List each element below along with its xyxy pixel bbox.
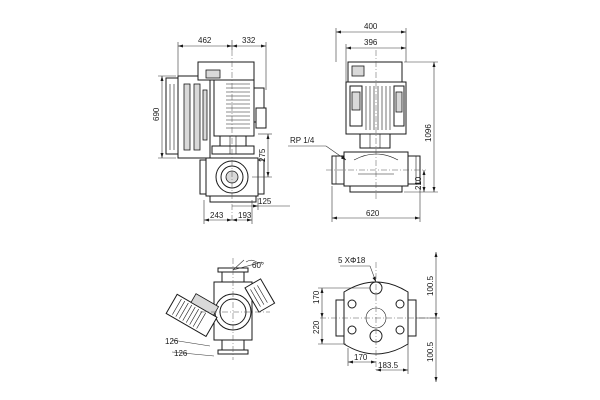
- dim-top-angle: 60°: [252, 261, 264, 270]
- front-view: [165, 50, 267, 220]
- dim-front-height-total: 690: [152, 107, 161, 121]
- dim-flange-h-left: 170: [354, 353, 368, 362]
- dim-flange-r-lower: 100.5: [426, 341, 435, 362]
- bolt-hole: [347, 299, 357, 309]
- bolt-hole: [347, 325, 357, 335]
- lantern: [219, 135, 247, 147]
- dim-side-length: 620: [366, 209, 380, 218]
- dim-side-width-inner: 396: [364, 38, 378, 47]
- dim-flange-r-upper: 100.5: [426, 275, 435, 296]
- side-dimensions: 400 396 1096 210 620 RP 1/4: [288, 22, 438, 222]
- dim-flange-holes: 5 XΦ18: [338, 256, 366, 265]
- dim-flange-v-upper: 170: [312, 290, 321, 304]
- dim-front-height-axis: 275: [258, 148, 267, 162]
- dim-flange-h-right: 183.5: [378, 361, 399, 370]
- dim-front-width-left: 462: [198, 36, 212, 45]
- bolt-hole: [395, 325, 405, 335]
- front-dimensions: 462 332 690 275 125 243 193: [152, 36, 290, 224]
- dim-front-base-offset: 125: [258, 197, 272, 206]
- motor-cooling-fins: [226, 83, 250, 129]
- bolt-hole: [395, 299, 405, 309]
- dim-top-offset-a: 126: [165, 337, 179, 346]
- port-label-rp: RP 1/4: [290, 136, 315, 145]
- dim-side-width-outer: 400: [364, 22, 378, 31]
- top-motor-right: [244, 278, 276, 313]
- top-view: [165, 258, 276, 360]
- flange-plan: [320, 262, 440, 370]
- dim-front-width-right: 332: [242, 36, 256, 45]
- dim-front-base-left: 243: [210, 211, 224, 220]
- dim-top-offset-b: 126: [174, 349, 188, 358]
- dim-flange-v-total: 220: [312, 320, 321, 334]
- dim-side-height-total: 1096: [424, 124, 433, 142]
- control-box-side: [165, 77, 179, 155]
- dim-side-height-axis: 210: [414, 176, 423, 190]
- side-view: [326, 50, 426, 200]
- dim-front-base-right: 193: [238, 211, 252, 220]
- side-lantern: [359, 133, 391, 149]
- side-motor-fins: [365, 86, 391, 130]
- flange-dimensions: 5 XΦ18 170 220 170 183.5 100.5 100.5: [312, 252, 440, 382]
- top-dimensions: 60° 126 126: [165, 259, 264, 358]
